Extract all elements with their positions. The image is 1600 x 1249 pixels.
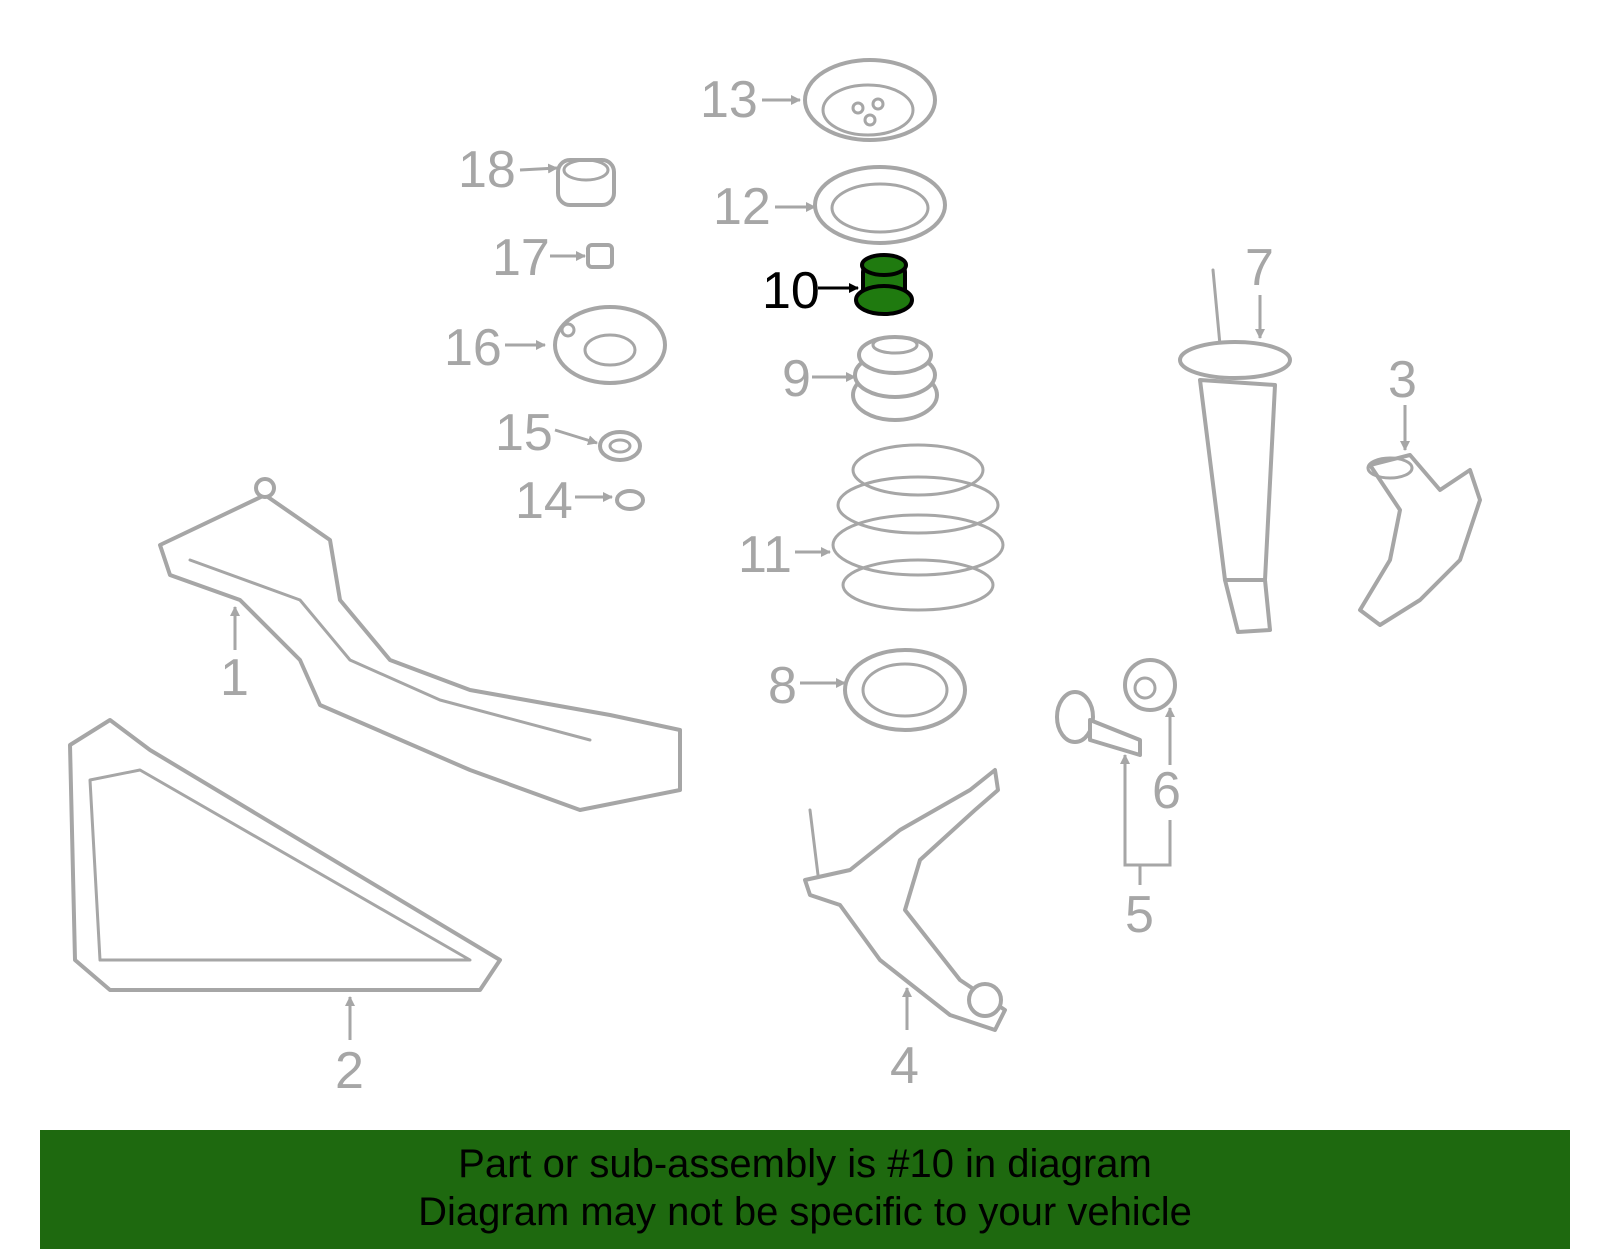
part-12-isolator (813, 165, 947, 245)
callout-12: 12 (713, 178, 771, 236)
callout-10: 10 (762, 262, 820, 320)
callout-15: 15 (495, 404, 553, 462)
part-13-spring-seat (803, 58, 937, 142)
part-18-cap (556, 158, 616, 207)
callout-11: 11 (738, 526, 792, 584)
part-9-dust-boot (851, 335, 939, 422)
callout-14: 14 (515, 472, 573, 530)
part-5-bracket (1055, 690, 1142, 757)
part-11-coil-spring (831, 443, 1005, 612)
part-17-nut (586, 243, 614, 269)
callout-18: 18 (458, 141, 516, 199)
info-banner: Part or sub-assembly is #10 in diagram D… (40, 1130, 1570, 1249)
callout-13: 13 (700, 71, 758, 129)
callout-6: 6 (1152, 762, 1181, 820)
part-6-bushing (1123, 658, 1177, 712)
part-8-lower-seat (843, 648, 967, 732)
callout-7: 7 (1245, 239, 1274, 297)
part-4-control-arm (803, 768, 1007, 1032)
callout-17: 17 (492, 229, 550, 287)
part-3-knuckle (1358, 453, 1482, 627)
banner-line-part-number: Part or sub-assembly is #10 in diagram (458, 1142, 1152, 1186)
banner-line-disclaimer: Diagram may not be specific to your vehi… (418, 1190, 1192, 1234)
callout-2: 2 (335, 1042, 364, 1100)
callout-8: 8 (768, 657, 797, 715)
callout-9: 9 (782, 350, 811, 408)
part-15-bearing (598, 430, 642, 462)
part-16-strut-mount (553, 305, 667, 385)
callout-1: 1 (220, 649, 249, 707)
callout-5: 5 (1125, 886, 1154, 944)
part-10-bump-stop (854, 253, 914, 316)
part-2-brace (68, 718, 502, 992)
part-1-subframe (158, 477, 682, 812)
parts-diagram: 13 12 10 9 11 8 18 17 16 15 14 1 2 4 7 3… (68, 58, 1482, 1100)
callout-3: 3 (1388, 351, 1417, 409)
leader-lines (230, 95, 1410, 1040)
callout-16: 16 (444, 319, 502, 377)
part-14-washer (615, 489, 645, 511)
callout-4: 4 (890, 1037, 919, 1095)
part-7-strut (1178, 268, 1292, 634)
